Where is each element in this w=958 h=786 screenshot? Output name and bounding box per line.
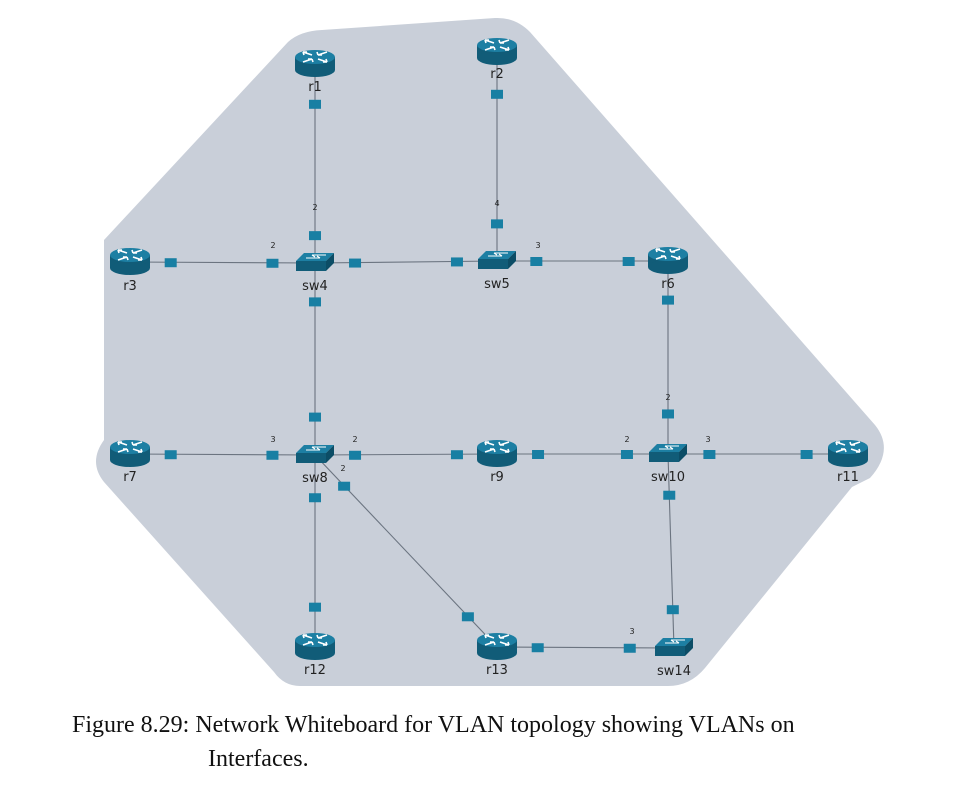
switch-icon-sw14[interactable] [655,638,693,656]
port-sw4-sw8-sw8 [309,412,321,422]
node-label-r3: r3 [123,279,137,294]
port-r6-sw10-sw10 [662,409,674,419]
node-label-r12: r12 [304,663,326,678]
router-icon-r13[interactable] [477,633,517,660]
switch-icon-sw10[interactable] [649,444,687,462]
node-label-sw14: sw14 [657,664,691,679]
port-r2-sw5-r2 [491,89,503,99]
node-label-sw10: sw10 [651,470,685,485]
vlan-label-r13-sw14: 3 [629,627,634,636]
node-label-sw5: sw5 [484,277,510,292]
port-r9-sw10-sw10 [620,450,633,459]
node-label-r6: r6 [661,277,675,292]
port-sw8-r12-r12 [309,602,321,612]
vlan-label-sw8-r9: 2 [352,435,357,444]
node-label-r13: r13 [486,663,508,678]
port-r6-sw10-r6 [662,295,674,305]
switch-icon-sw8[interactable] [296,445,334,463]
port-sw4-sw5-sw4 [349,258,362,268]
router-icon-r11[interactable] [828,440,868,467]
router-icon-r9[interactable] [477,440,517,467]
link-r3-sw4 [129,261,316,264]
caption-line2: Interfaces. [208,746,309,772]
caption-prefix: Figure 8.29: [72,712,190,738]
port-r3-sw4-r3 [164,258,177,268]
port-sw8-r9-r9 [450,450,463,460]
node-label-r2: r2 [490,67,504,82]
port-r13-sw14-sw14 [623,643,636,653]
link-sw10-sw14 [667,453,675,649]
port-sw10-sw14-sw10 [663,490,676,500]
router-icon-r7[interactable] [110,440,150,467]
vlan-label-r1-sw4: 2 [312,203,317,212]
node-label-r1: r1 [308,80,322,95]
vlan-label-r3-sw4: 2 [270,241,275,250]
node-label-sw4: sw4 [302,279,328,294]
port-sw10-r11-r11 [800,450,813,459]
port-r3-sw4-sw4 [266,258,279,268]
port-r7-sw8-sw8 [266,450,279,460]
ports-layer: 2 4 2 3 2 3 2 2 3 2 3 [164,89,813,653]
port-sw5-r6-sw5 [530,257,543,266]
router-icon-r1[interactable] [295,50,335,77]
port-sw8-r12-sw8 [309,493,321,503]
caption-line1: Network Whiteboard for VLAN topology sho… [195,712,795,738]
link-r13-sw14 [496,646,675,649]
port-r1-sw4-sw4 [309,231,321,241]
node-label-r7: r7 [123,470,137,485]
network-region [96,17,884,686]
port-sw10-sw14-sw14 [666,605,679,615]
node-label-sw8: sw8 [302,471,328,486]
node-label-r9: r9 [490,470,504,485]
link-r7-sw8 [129,453,316,456]
vlan-label-sw10-r11: 3 [705,435,710,444]
switch-icon-sw5[interactable] [478,251,516,269]
port-sw10-r11-sw10 [703,450,716,459]
port-r13-sw14-r13 [531,643,544,653]
port-sw8-r9-sw8 [349,450,362,460]
vlan-label-sw8-r13: 2 [340,464,345,473]
router-icon-r6[interactable] [648,247,688,274]
port-r2-sw5-sw5 [491,219,503,229]
router-icon-r2[interactable] [477,38,517,65]
nodes-layer: r1 r2 r3 sw4 sw5 r6 r7 sw8 r9 sw10 r11 r12 r13 sw14 [110,38,868,679]
switch-icon-sw4[interactable] [296,253,334,271]
vlan-label-r7-sw8: 3 [270,435,275,444]
vlan-label-sw5-r6: 3 [535,241,540,250]
network-whiteboard: 2 4 2 3 2 3 2 2 3 2 3 r1 r2 r3 sw4 sw5 r6 r7 sw8 r9 sw10 r11… [96,17,884,686]
port-r7-sw8-r7 [164,450,177,460]
port-r9-sw10-r9 [532,450,545,459]
figure-caption: Figure 8.29: Network Whiteboard for VLAN… [72,708,912,776]
port-sw5-r6-r6 [622,257,635,266]
node-label-r11: r11 [837,470,859,485]
port-sw8-r13-sw8 [338,481,351,491]
port-r1-sw4-r1 [309,99,321,109]
link-sw4-sw5 [314,260,498,264]
port-sw4-sw8-sw4 [309,297,321,307]
vlan-label-r6-sw10: 2 [665,393,670,402]
vlan-label-r2-sw5: 4 [494,199,499,208]
vlan-label-r9-sw10: 2 [624,435,629,444]
port-sw8-r13-r13 [461,612,474,622]
router-icon-r12[interactable] [295,633,335,660]
router-icon-r3[interactable] [110,248,150,275]
port-sw4-sw5-sw5 [450,257,463,267]
link-sw8-r9 [314,453,498,456]
